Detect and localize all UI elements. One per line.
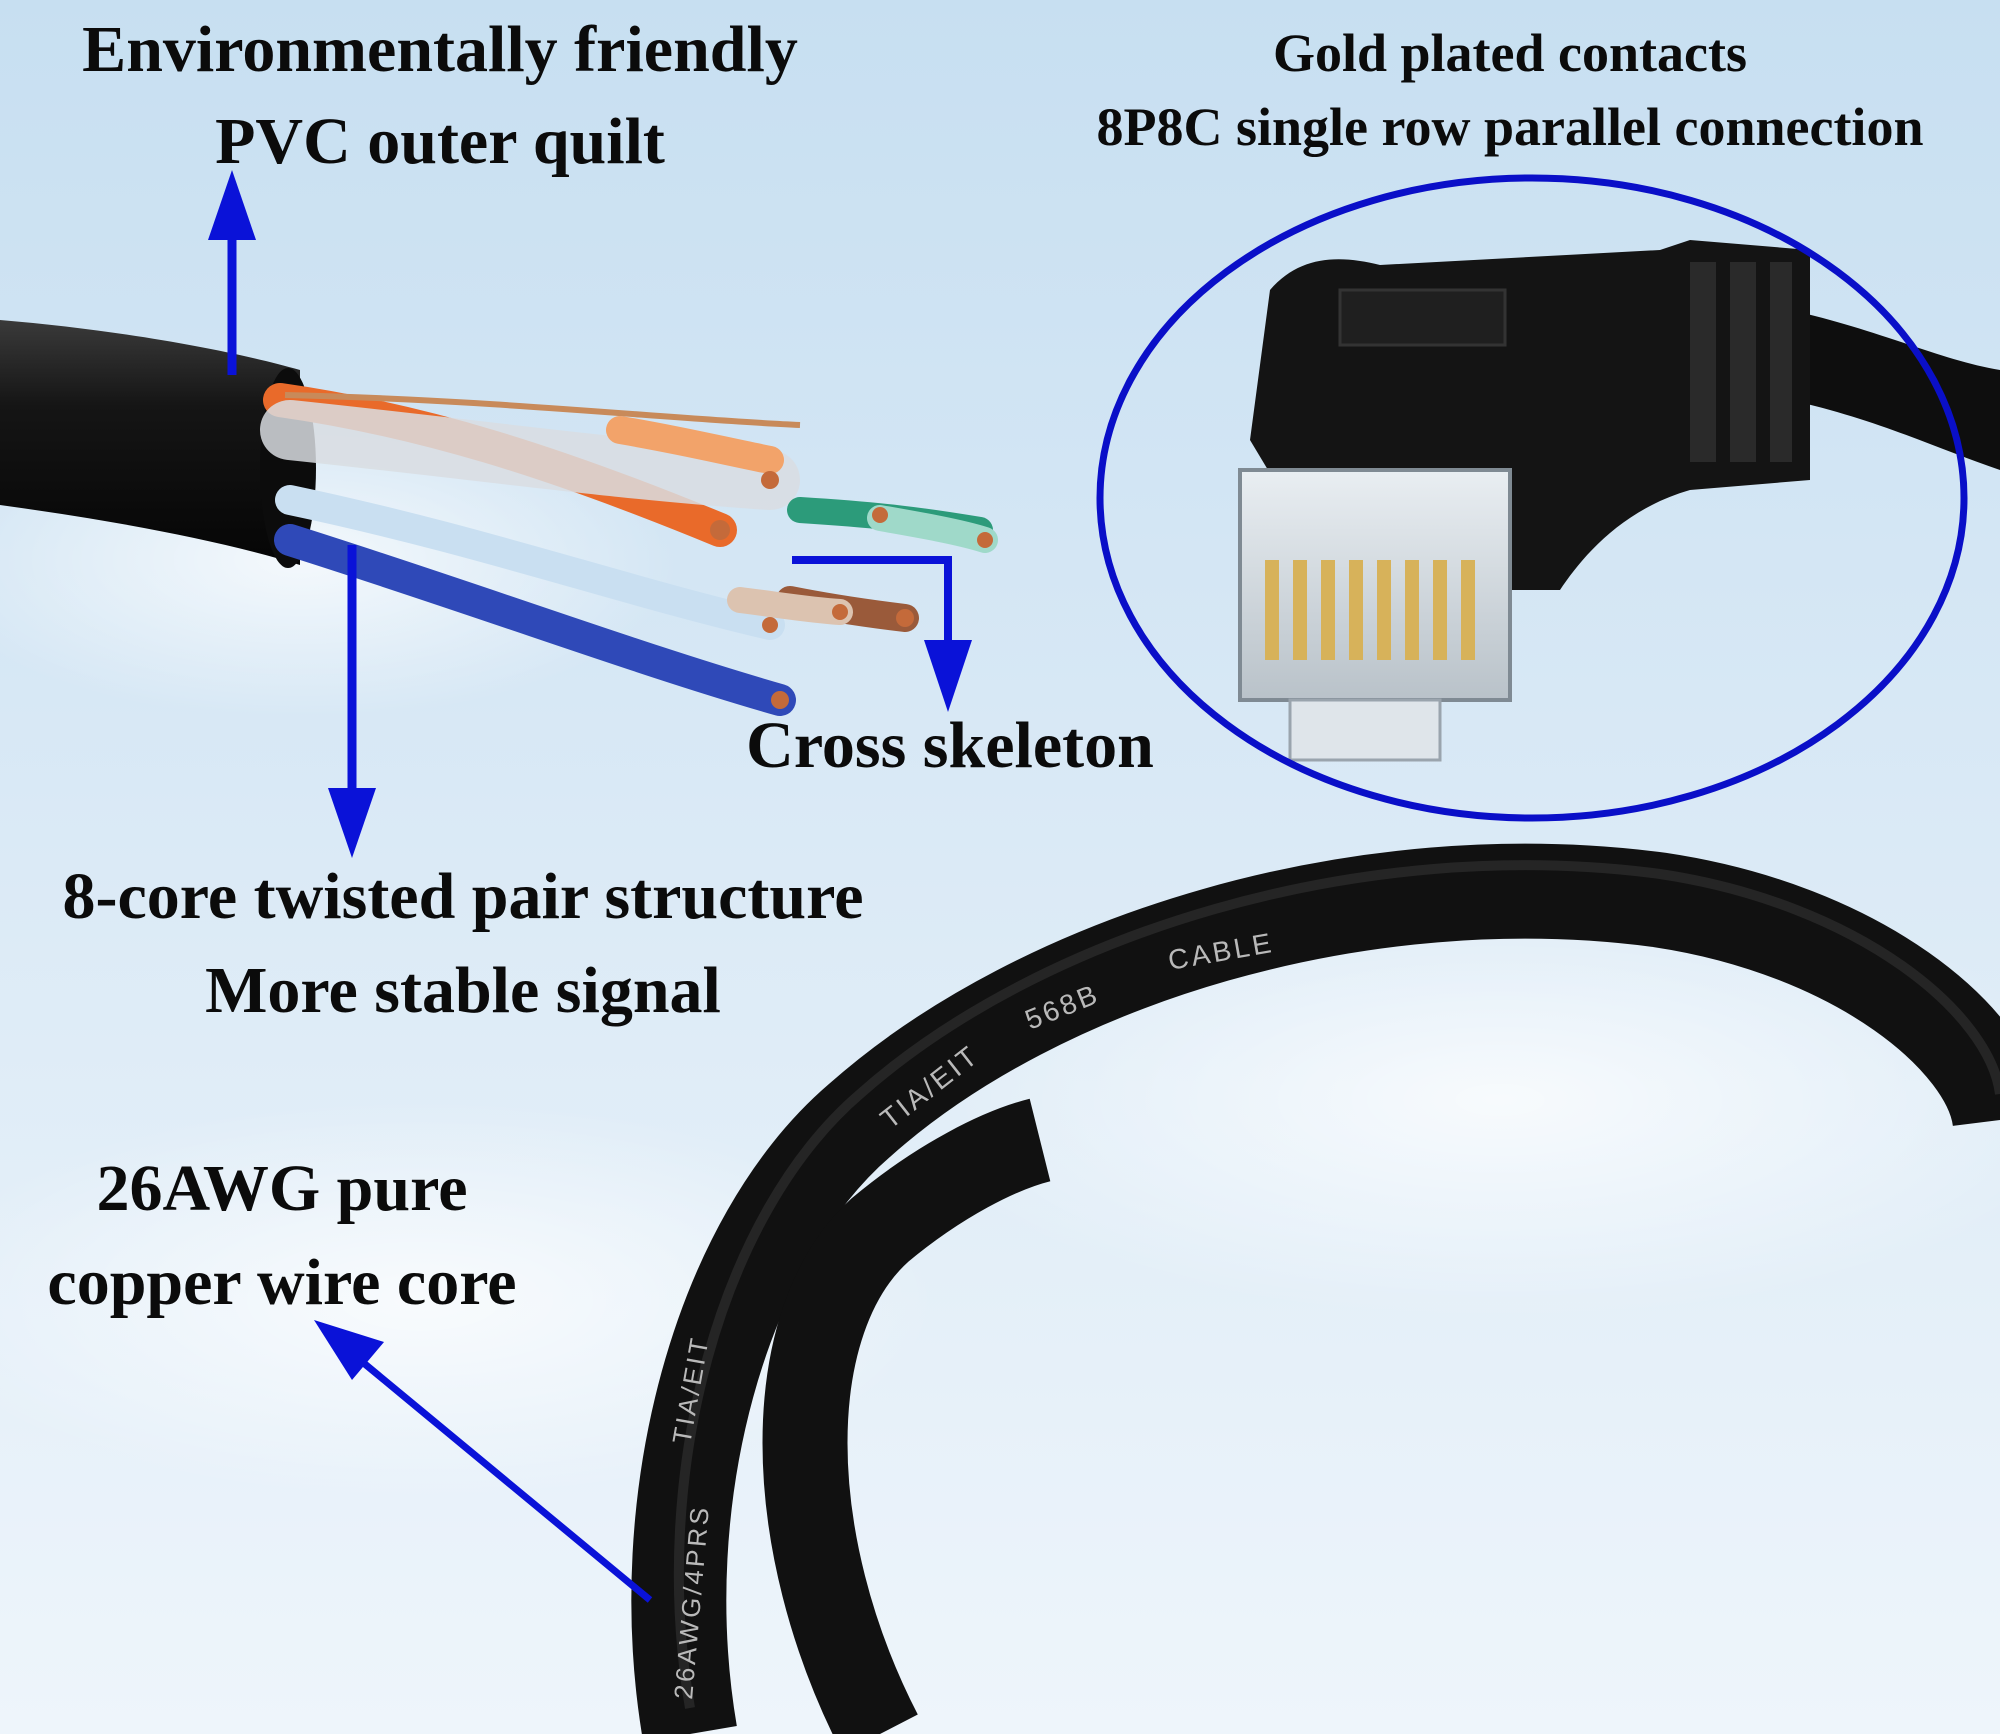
twisted-pair-label: 8-core twisted pair structure More stabl… (8, 850, 918, 1038)
pvc-label-line2: PVC outer quilt (215, 105, 665, 178)
copper-line2: copper wire core (47, 1246, 517, 1319)
annotation-arrows (208, 170, 972, 1603)
cross-label-text: Cross skeleton (746, 709, 1154, 782)
gold-contacts-label: Gold plated contacts 8P8C single row par… (1030, 16, 1990, 164)
arrow-copper (314, 1320, 653, 1603)
copper-core-label: 26AWG pure copper wire core (12, 1142, 552, 1330)
cross-skeleton-label: Cross skeleton (710, 706, 1190, 786)
twisted-pair-line2: More stable signal (205, 954, 721, 1027)
pvc-label-line1: Environmentally friendly (82, 13, 798, 86)
gold-label-line1: Gold plated contacts (1272, 23, 1747, 83)
coiled-cable: TIA/EIT 568B CABLE 26AWG/4PRS TIA/EIT (631, 843, 2000, 1734)
gold-label-line2: 8P8C single row parallel connection (1096, 97, 1924, 157)
pvc-label: Environmentally friendly PVC outer quilt (20, 4, 860, 188)
arrow-twisted-pair (328, 545, 376, 858)
highlight-ellipse (1096, 174, 1968, 822)
arrow-cross (792, 556, 972, 712)
stripped-cable (0, 320, 998, 716)
copper-line1: 26AWG pure (96, 1152, 468, 1225)
gold-contacts (1265, 560, 1475, 660)
twisted-pair-line1: 8-core twisted pair structure (62, 860, 864, 933)
rj45-plug (1238, 240, 2000, 762)
arrow-pvc (208, 170, 256, 375)
